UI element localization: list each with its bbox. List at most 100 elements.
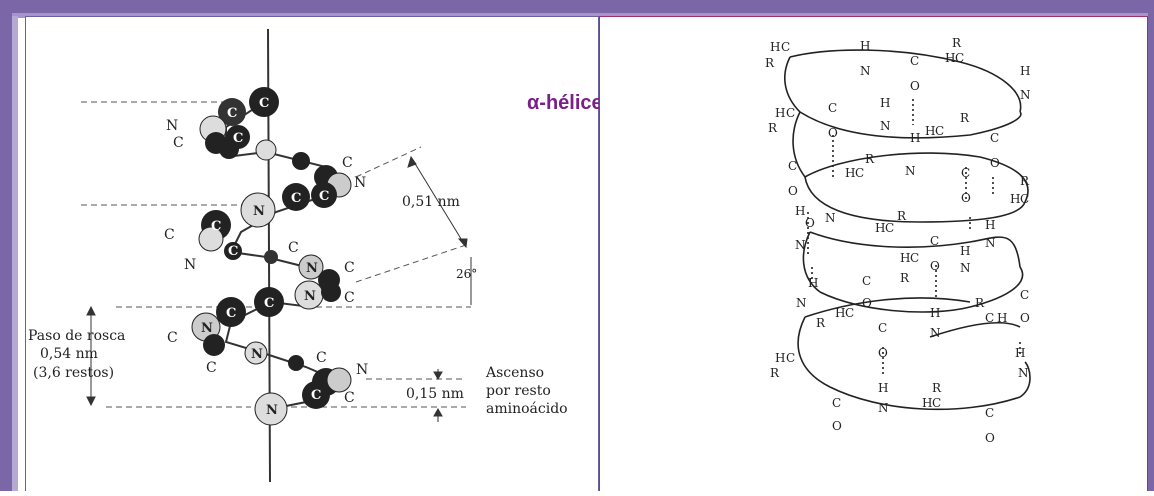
svg-text:N: N [960, 261, 971, 275]
svg-text:H: H [875, 221, 885, 235]
svg-text:C: C [885, 221, 894, 235]
svg-text:C: C [910, 54, 919, 68]
svg-text:H: H [925, 124, 935, 138]
svg-text:C: C [935, 124, 944, 138]
svg-text:C: C [173, 135, 184, 151]
svg-text:H: H [1015, 346, 1025, 360]
svg-text:C: C [226, 306, 236, 321]
svg-text:C: C [1020, 288, 1029, 302]
svg-text:O: O [788, 184, 798, 198]
svg-text:N: N [860, 64, 871, 78]
svg-text:O: O [832, 419, 842, 433]
svg-text:R: R [865, 152, 875, 166]
svg-text:N: N [985, 236, 996, 250]
svg-text:H: H [1010, 192, 1020, 206]
svg-text:C: C [781, 40, 790, 54]
top-border-accent [0, 13, 1154, 18]
left-border-accent [12, 16, 18, 491]
pitch-label-line1: Paso de rosca [28, 328, 126, 344]
rise-caption-line3: aminoácido [486, 401, 568, 417]
svg-text:C: C [862, 274, 871, 288]
svg-text:R: R [1020, 174, 1030, 188]
svg-text:N: N [1018, 366, 1029, 380]
svg-text:N: N [184, 257, 196, 273]
svg-text:C: C [228, 244, 238, 259]
backbone-turns [784, 49, 1031, 411]
svg-text:C: C [878, 321, 887, 335]
svg-text:C: C [855, 166, 864, 180]
svg-text:H: H [878, 381, 888, 395]
svg-text:C: C [828, 101, 837, 115]
svg-text:R: R [900, 271, 910, 285]
svg-text:C: C [344, 260, 355, 276]
svg-text:C: C [344, 290, 355, 306]
svg-text:C: C [985, 406, 994, 420]
svg-text:H: H [860, 39, 870, 53]
svg-text:R: R [768, 121, 778, 135]
svg-text:N: N [166, 118, 178, 134]
svg-text:N: N [304, 289, 316, 304]
svg-text:C: C [167, 330, 178, 346]
svg-text:C: C [227, 106, 237, 121]
svg-text:C: C [845, 306, 854, 320]
angle-label: 26° [456, 267, 478, 281]
svg-text:R: R [952, 36, 962, 50]
svg-text:R: R [816, 316, 826, 330]
svg-text:H: H [1020, 64, 1030, 78]
svg-text:O: O [1020, 311, 1030, 325]
svg-text:N: N [1020, 88, 1031, 102]
svg-text:N: N [356, 362, 368, 378]
svg-text:R: R [932, 381, 942, 395]
svg-text:C: C [264, 296, 274, 311]
svg-text:H: H [835, 306, 845, 320]
svg-text:C: C [342, 155, 353, 171]
svg-text:N: N [306, 261, 318, 276]
svg-text:H: H [945, 51, 955, 65]
svg-text:C: C [961, 166, 970, 180]
svg-text:O: O [961, 191, 971, 205]
svg-text:C: C [319, 189, 329, 204]
svg-text:R: R [975, 296, 985, 310]
svg-text:C: C [832, 396, 841, 410]
svg-text:O: O [878, 346, 888, 360]
rise-caption-line2: por resto [486, 383, 551, 399]
svg-text:C: C [788, 159, 797, 173]
svg-text:H: H [775, 106, 785, 120]
svg-text:R: R [897, 209, 907, 223]
svg-text:O: O [828, 126, 838, 140]
svg-text:N: N [905, 164, 916, 178]
right-border [1148, 0, 1154, 491]
svg-text:C: C [786, 351, 795, 365]
svg-text:C: C [259, 96, 269, 111]
svg-text:H: H [910, 131, 920, 145]
svg-text:N: N [880, 119, 891, 133]
helix-model-diagram: C C C C C N C C N N C C N N C N N C [81, 28, 472, 483]
svg-text:R: R [770, 366, 780, 380]
rise-caption-line1: Ascenso [486, 365, 545, 381]
svg-text:O: O [930, 259, 940, 273]
svg-text:N: N [354, 175, 366, 191]
svg-text:H: H [900, 251, 910, 265]
svg-text:C: C [288, 240, 299, 256]
svg-text:C: C [291, 191, 301, 206]
svg-text:C: C [316, 350, 327, 366]
svg-text:R: R [765, 56, 775, 70]
svg-text:N: N [930, 326, 941, 340]
pitch-label-line2: 0,54 nm [40, 346, 98, 362]
svg-text:C: C [985, 311, 994, 325]
svg-text:C: C [910, 251, 919, 265]
dimension-arrows [86, 155, 472, 422]
svg-text:C: C [311, 388, 321, 403]
svg-text:H: H [960, 244, 970, 258]
svg-text:H: H [985, 218, 995, 232]
svg-text:H: H [795, 204, 805, 218]
svg-text:H: H [922, 396, 932, 410]
svg-text:N: N [796, 296, 807, 310]
svg-text:C: C [955, 51, 964, 65]
svg-text:C: C [930, 234, 939, 248]
svg-text:H: H [880, 96, 890, 110]
left-border [0, 0, 12, 491]
